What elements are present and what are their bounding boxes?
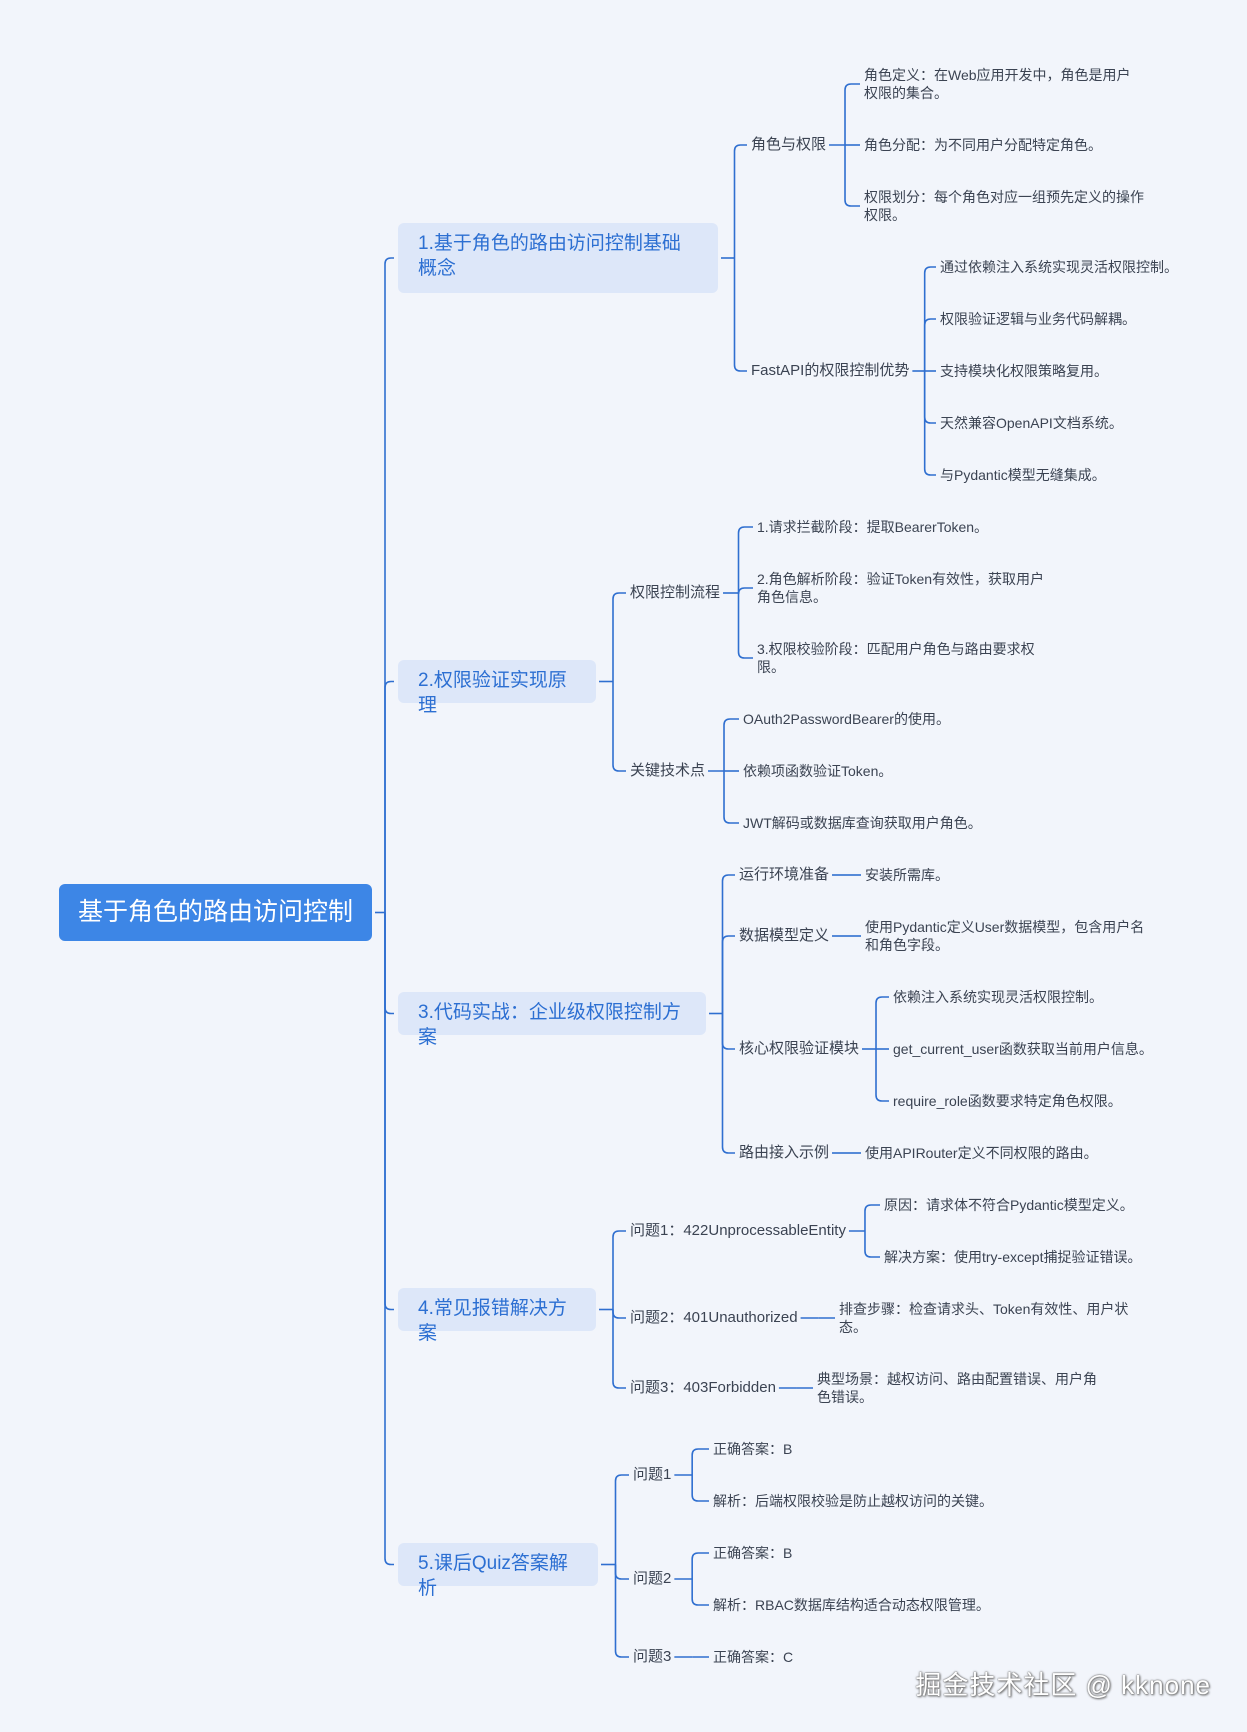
leaf-node[interactable]: 正确答案：B xyxy=(713,1545,793,1561)
connector-line xyxy=(923,371,936,424)
connector-line xyxy=(691,1448,709,1475)
subtopic-node[interactable]: 核心权限验证模块 xyxy=(739,1040,860,1057)
connector-line xyxy=(844,145,860,207)
connector-line xyxy=(691,1579,709,1606)
connector-line xyxy=(733,144,747,258)
leaf-node[interactable]: get_current_user函数获取当前用户信息。 xyxy=(893,1041,1153,1057)
connector-line xyxy=(721,935,735,1014)
leaf-node[interactable]: 原因：请求体不符合Pydantic模型定义。 xyxy=(884,1197,1134,1213)
leaf-node[interactable]: 角色分配：为不同用户分配特定角色。 xyxy=(864,137,1102,153)
leaf-node[interactable]: 正确答案：B xyxy=(713,1441,793,1457)
leaf-node[interactable]: 解析：RBAC数据库结构适合动态权限管理。 xyxy=(713,1597,990,1613)
subtopic-node[interactable]: FastAPI的权限控制优势 xyxy=(751,362,910,379)
leaf-node[interactable]: 解析：后端权限校验是防止越权访问的关键。 xyxy=(713,1493,993,1509)
subtopic-node[interactable]: 问题2：401Unauthorized xyxy=(630,1309,798,1326)
connector-line xyxy=(733,258,747,372)
leaf-node[interactable]: JWT解码或数据库查询获取用户角色。 xyxy=(743,815,982,831)
leaf-node[interactable]: 角色定义：在Web应用开发中，角色是用户权限的集合。 xyxy=(864,67,1131,101)
leaf-node[interactable]: OAuth2PasswordBearer的使用。 xyxy=(743,711,950,727)
subtopic-node[interactable]: 问题2 xyxy=(633,1570,672,1587)
leaf-node[interactable]: 解决方案：使用try-except捕捉验证错误。 xyxy=(884,1249,1142,1265)
leaf-node[interactable]: 2.角色解析阶段：验证Token有效性，获取用户角色信息。 xyxy=(757,571,1045,605)
subtopic-node[interactable]: 问题3：403Forbidden xyxy=(630,1379,776,1396)
leaf-node[interactable]: 依赖项函数验证Token。 xyxy=(743,763,893,779)
leaf-node[interactable]: 正确答案：C xyxy=(713,1649,794,1665)
subtopic-node[interactable]: 问题1：422UnprocessableEntity xyxy=(630,1222,846,1239)
leaf-node[interactable]: 安装所需库。 xyxy=(865,867,949,883)
leaf-node[interactable]: require_role函数要求特定角色权限。 xyxy=(893,1093,1122,1109)
connector-line xyxy=(384,912,394,1015)
subtopic-node[interactable]: 问题3 xyxy=(633,1648,672,1665)
connector-line xyxy=(614,1564,629,1580)
connector-line xyxy=(721,1013,735,1154)
connector-line xyxy=(875,1049,889,1102)
connector-line xyxy=(864,1204,880,1231)
connector-line xyxy=(721,874,735,1014)
leaf-node[interactable]: 排查步骤：检查请求头、Token有效性、用户状态。 xyxy=(839,1301,1129,1335)
leaf-node[interactable]: 与Pydantic模型无缝集成。 xyxy=(940,467,1106,483)
connector-line xyxy=(844,83,860,145)
leaf-node[interactable]: 支持模块化权限策略复用。 xyxy=(940,363,1108,379)
connector-line xyxy=(691,1552,709,1579)
leaf-node[interactable]: 权限划分：每个角色对应一组预先定义的操作权限。 xyxy=(864,189,1144,223)
connector-line xyxy=(612,1309,626,1319)
connector-line xyxy=(384,680,394,913)
connector-line xyxy=(721,1013,735,1050)
connector-line xyxy=(612,592,626,682)
leaf-node[interactable]: 权限验证逻辑与业务代码解耦。 xyxy=(940,311,1136,327)
connector-line xyxy=(384,912,394,1566)
subtopic-node[interactable]: 路由接入示例 xyxy=(739,1144,830,1161)
leaf-node[interactable]: 典型场景：越权访问、路由配置错误、用户角色错误。 xyxy=(817,1371,1097,1405)
connector-line xyxy=(612,1309,626,1389)
connector-line xyxy=(384,257,394,913)
subtopic-node[interactable]: 运行环境准备 xyxy=(739,866,830,883)
leaf-node[interactable]: 使用APIRouter定义不同权限的路由。 xyxy=(865,1145,1098,1161)
watermark: 掘金技术社区 @ kknone xyxy=(915,1670,1211,1700)
leaf-node[interactable]: 天然兼容OpenAPI文档系统。 xyxy=(940,415,1123,431)
subtopic-node[interactable]: 关键技术点 xyxy=(630,762,706,779)
connector-line xyxy=(614,1564,629,1658)
connector-line xyxy=(923,318,936,371)
topic-node[interactable]: 5.课后Quiz答案解析 xyxy=(398,1543,598,1599)
subtopic-node[interactable]: 角色与权限 xyxy=(751,136,827,153)
connector-line xyxy=(614,1474,629,1565)
connector-line xyxy=(875,996,889,1049)
subtopic-node[interactable]: 权限控制流程 xyxy=(630,584,721,601)
connector-line xyxy=(723,718,739,771)
connector-line xyxy=(923,266,936,371)
connector-line xyxy=(737,593,753,659)
topic-node[interactable]: 1.基于角色的路由访问控制基础概念 xyxy=(398,223,718,293)
subtopic-node[interactable]: 问题1 xyxy=(633,1466,672,1483)
root-node[interactable]: 基于角色的路由访问控制 xyxy=(59,884,372,941)
connector-line xyxy=(737,587,753,595)
topic-node[interactable]: 3.代码实战：企业级权限控制方案 xyxy=(398,992,706,1048)
leaf-node[interactable]: 依赖注入系统实现灵活权限控制。 xyxy=(893,989,1103,1005)
connector-line xyxy=(612,1230,626,1310)
connector-line xyxy=(737,526,753,593)
leaf-node[interactable]: 通过依赖注入系统实现灵活权限控制。 xyxy=(940,259,1178,275)
leaf-node[interactable]: 3.权限校验阶段：匹配用户角色与路由要求权限。 xyxy=(757,641,1035,675)
connector-line xyxy=(612,681,626,772)
leaf-node[interactable]: 1.请求拦截阶段：提取BearerToken。 xyxy=(757,519,989,535)
connector-line xyxy=(384,912,394,1311)
leaf-node[interactable]: 使用Pydantic定义User数据模型，包含用户名和角色字段。 xyxy=(865,919,1145,953)
connector-line xyxy=(723,771,739,824)
topic-node[interactable]: 2.权限验证实现原理 xyxy=(398,660,596,716)
connector-line xyxy=(923,371,936,476)
topic-node[interactable]: 4.常见报错解决方案 xyxy=(398,1288,596,1344)
subtopic-node[interactable]: 数据模型定义 xyxy=(739,927,830,944)
connector-line xyxy=(864,1231,880,1258)
connector-line xyxy=(691,1475,709,1502)
